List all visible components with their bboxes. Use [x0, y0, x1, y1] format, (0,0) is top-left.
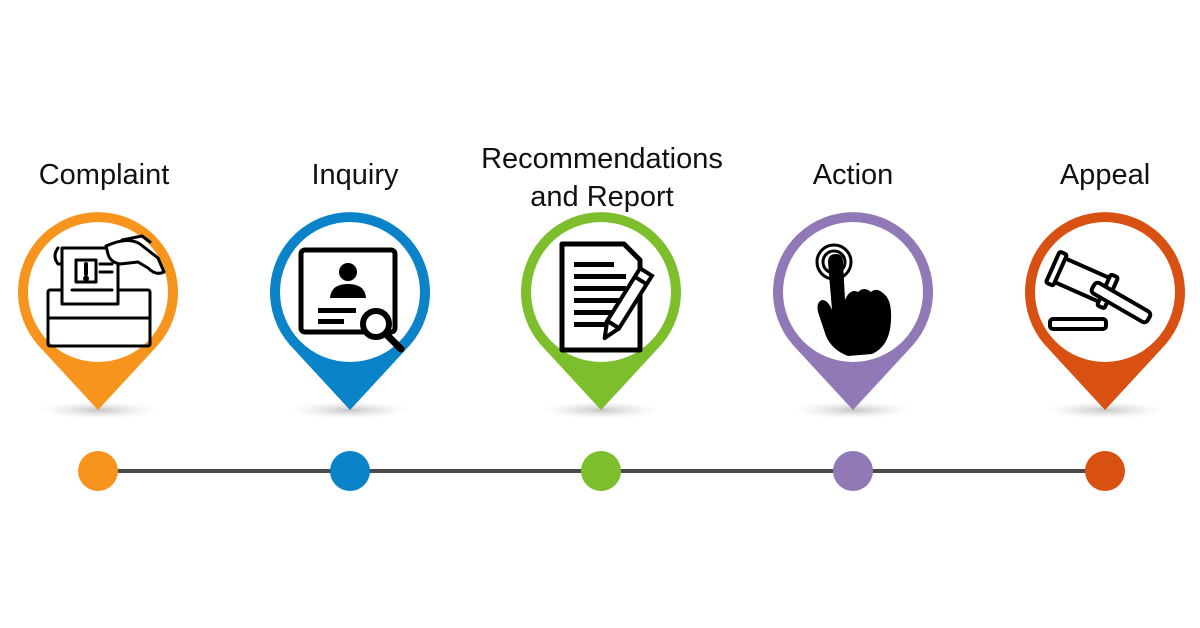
profile-search-icon [298, 247, 405, 353]
pin-complaint [17, 212, 178, 419]
timeline-dot-recommendations [581, 451, 621, 491]
step-label-complaint: Complaint [38, 159, 170, 191]
step-label-action: Action [812, 159, 894, 191]
step-label-inquiry: Inquiry [311, 159, 399, 191]
step-label-recommendations: Recommendations and Report [481, 143, 723, 213]
pin-appeal [1025, 212, 1185, 419]
pin-inquiry [270, 212, 430, 419]
gavel-icon [1044, 250, 1153, 331]
pointing-hand-tap-icon [815, 243, 892, 356]
timeline-dot-inquiry [330, 451, 370, 491]
step-label-appeal: Appeal [1059, 159, 1151, 191]
timeline-dot-action [833, 451, 873, 491]
timeline-dot-appeal [1085, 451, 1125, 491]
complaint-ballot-box-icon [46, 234, 166, 348]
timeline-dot-complaint [78, 451, 118, 491]
document-pencil-icon [559, 241, 655, 353]
